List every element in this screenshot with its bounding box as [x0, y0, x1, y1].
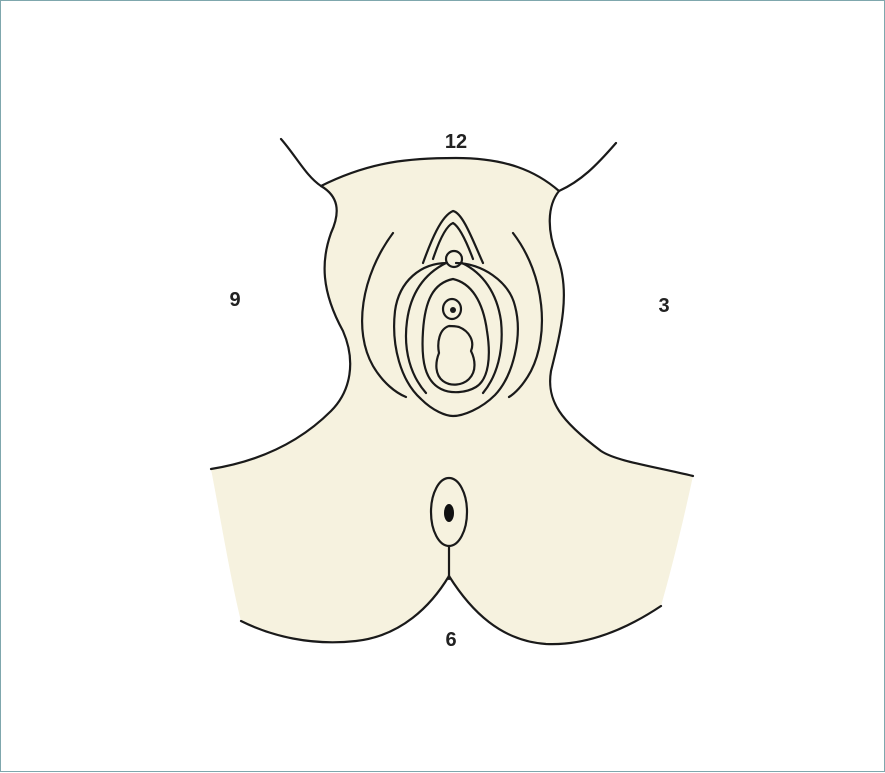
clock-label-9: 9: [229, 289, 240, 311]
urethral-meatus: [450, 307, 456, 313]
body-silhouette: [211, 158, 693, 644]
clock-label-3: 3: [658, 295, 669, 317]
clock-label-6: 6: [445, 629, 456, 651]
right-leg-contour: [550, 143, 693, 476]
clock-label-12: 12: [445, 131, 467, 153]
anus-opening: [444, 504, 454, 522]
